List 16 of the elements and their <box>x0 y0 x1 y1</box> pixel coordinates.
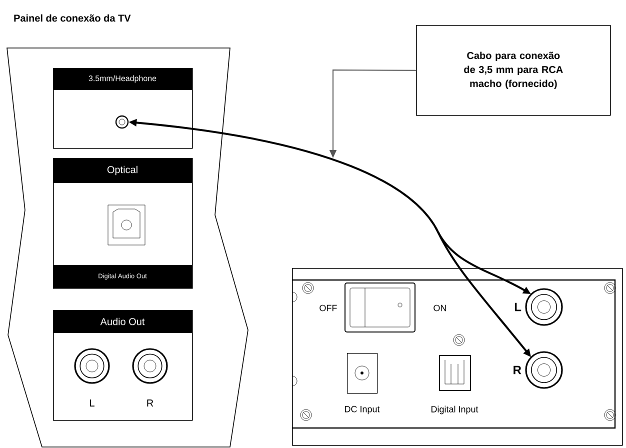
callout-box: Cabo para conexão de 3,5 mm para RCA macho (fornecido) <box>416 25 611 116</box>
jack-panel: 3.5mm/Headphone <box>53 68 193 149</box>
node-label: R <box>514 366 522 374</box>
node-label: DC Input <box>344 406 380 414</box>
switch-label: OFF <box>320 304 337 312</box>
rca-jack: L <box>514 288 563 326</box>
node-label: Painel de conexão da TV <box>14 14 131 22</box>
node-label: Digital Input <box>431 406 478 414</box>
switch-label: ON <box>434 304 446 312</box>
device-panel <box>292 268 623 446</box>
audio-out-panel: Audio Out L R <box>53 310 193 421</box>
dc-input-jack: DC Input <box>344 353 380 414</box>
node-label: L <box>514 302 522 312</box>
optical-input-port: Digital Input <box>431 355 478 414</box>
rca-jack: R <box>514 351 563 389</box>
headphone-jack <box>115 115 129 129</box>
